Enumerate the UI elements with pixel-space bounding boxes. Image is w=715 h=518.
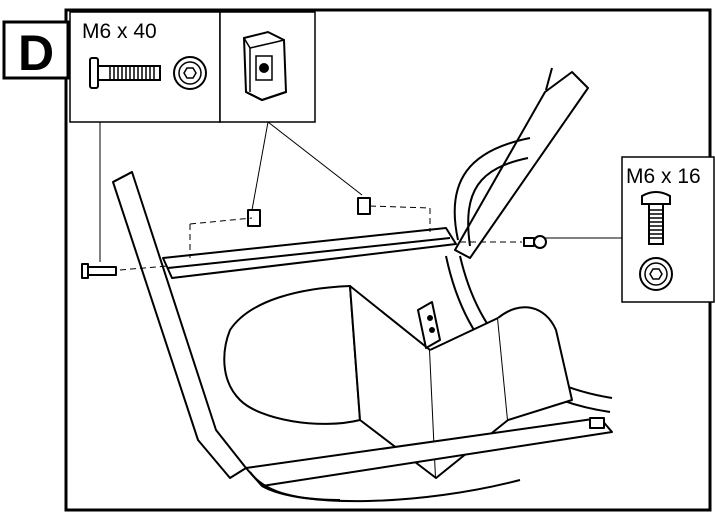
parts-panel-long-bolt: M6 x 40 [69,11,221,123]
short-bolt-icon [641,191,671,245]
back-rail-outer [453,137,531,241]
seat-bowl [223,285,361,425]
chair-drawing [81,67,613,503]
step-box [2,20,70,80]
leader-lines [99,121,626,262]
clip-on-bar-right [357,197,371,215]
step-letter: D [18,25,54,81]
long-bolt-icon [89,57,161,89]
back-rail-inner [467,157,529,247]
parts-panel-short-bolt: M6 x 16 [621,156,715,303]
right-leg [454,71,589,259]
step-label: D [2,20,70,81]
long-bolt-label: M6 x 40 [82,20,157,43]
scene-short-bolt [523,235,547,249]
scene-long-bolt [81,263,117,279]
parts-panel-clip-nut [219,11,316,123]
clip-nut-icon [242,30,288,102]
short-bolt-label: M6 x 16 [626,165,701,188]
hex-washer-icon [173,56,207,90]
left-leg [112,171,247,479]
clip-on-bar-left [247,209,261,227]
short-bolt-washer-icon [639,257,673,291]
